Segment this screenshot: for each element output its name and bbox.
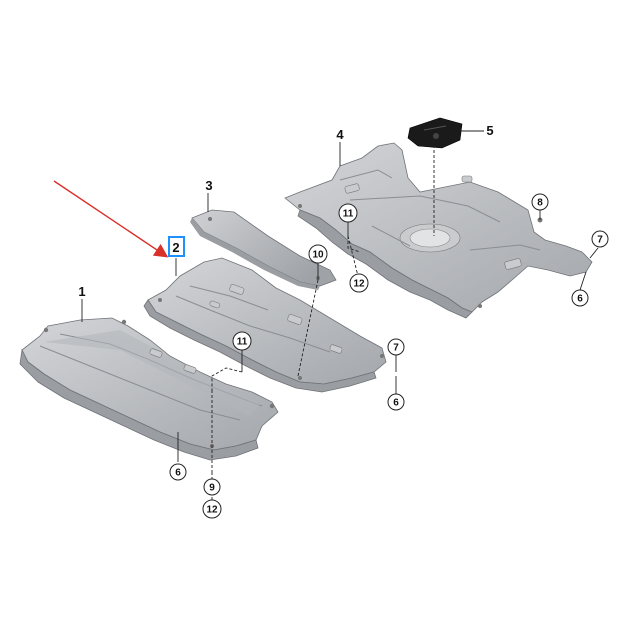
callout-7-middle-label: 7	[393, 343, 399, 354]
callout-6-rear: 6	[571, 289, 589, 307]
part-5-insulator-pad	[407, 117, 463, 149]
callout-6-rear-label: 6	[577, 294, 583, 305]
callout-6-middle: 6	[387, 393, 405, 411]
callout-11-front: 11	[232, 331, 252, 351]
callout-8: 8	[531, 193, 549, 211]
callout-7-rear: 7	[591, 230, 609, 248]
label-part-5: 5	[486, 123, 493, 138]
highlight-box-part-2	[168, 236, 185, 257]
label-part-3: 3	[205, 178, 212, 193]
callout-8-label: 8	[537, 198, 543, 209]
callout-6-front-label: 6	[175, 468, 181, 479]
callout-10: 10	[308, 244, 328, 264]
callout-6-front: 6	[169, 463, 187, 481]
callout-6-middle-label: 6	[393, 398, 399, 409]
callout-10-label: 10	[312, 250, 324, 261]
callout-12-rear-label: 12	[353, 279, 365, 290]
label-part-4: 4	[336, 127, 344, 142]
label-part-1: 1	[78, 284, 85, 299]
part-1-front-shield	[19, 317, 279, 461]
part-3-strip	[190, 209, 337, 290]
callout-11-rear: 11	[338, 203, 358, 223]
callout-12-front: 12	[202, 499, 222, 519]
callout-11-rear-label: 11	[343, 209, 354, 220]
callout-7-rear-label: 7	[597, 235, 603, 246]
callout-12-front-label: 12	[206, 505, 218, 516]
leader-lines	[81, 130, 599, 500]
part-4-rear-underbody-shield	[284, 142, 593, 319]
part-2-middle-shield	[143, 257, 387, 393]
callout-9: 9	[203, 478, 221, 496]
callout-12-rear: 12	[349, 273, 369, 293]
callout-9-label: 9	[209, 483, 215, 494]
red-pointer-arrow	[53, 180, 169, 258]
label-part-2: 2	[172, 240, 179, 255]
callout-11-front-label: 11	[237, 337, 248, 348]
callout-7-middle: 7	[387, 338, 405, 356]
